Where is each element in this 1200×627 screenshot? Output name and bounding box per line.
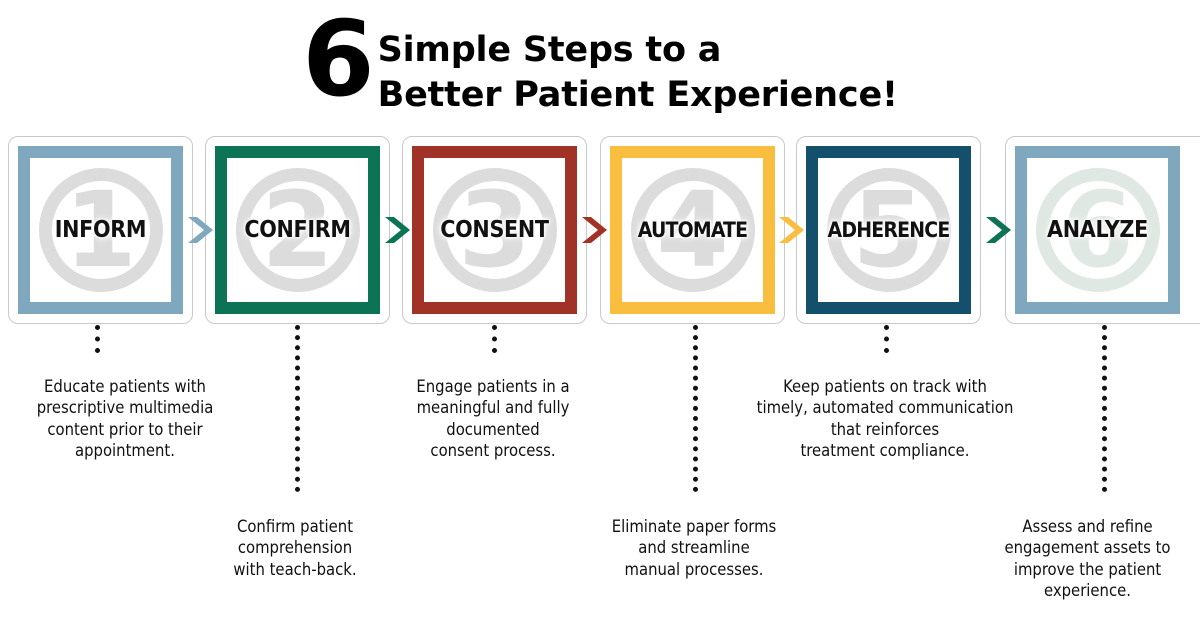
caption-step-2: Confirm patient comprehension with teach… xyxy=(185,516,405,580)
title-line-1: Simple Steps to a xyxy=(377,30,722,70)
leader-step-6 xyxy=(1102,325,1107,492)
caption-step-4-line-2: and streamline xyxy=(638,538,750,558)
page-title: 6 Simple Steps to a Better Patient Exper… xyxy=(0,0,1200,120)
caption-step-3-line-1: Engage patients in a xyxy=(416,377,570,396)
arrow-step-1-to-2 xyxy=(184,213,218,247)
arrow-step-4-to-5 xyxy=(775,213,809,247)
step-6-label: ANALYZE xyxy=(1047,217,1148,243)
caption-step-6-line-4: experience. xyxy=(1044,581,1131,601)
title-text: Simple Steps to a Better Patient Experie… xyxy=(372,8,898,118)
caption-step-1-line-1: Educate patients with xyxy=(44,377,206,396)
step-3-box[interactable]: 3 CONSENT xyxy=(412,146,577,314)
step-6[interactable]: 6 ANALYZE xyxy=(1005,136,1200,324)
title-line-2: Better Patient Experience! xyxy=(377,74,898,115)
caption-step-5-line-4: treatment compliance. xyxy=(800,441,970,461)
caption-step-3: Engage patients in a meaningful and full… xyxy=(382,376,604,462)
step-6-box[interactable]: 6 ANALYZE xyxy=(1015,146,1180,314)
caption-step-4-line-3: manual processes. xyxy=(624,559,764,579)
arrow-step-2-to-3 xyxy=(381,213,415,247)
caption-step-3-line-3: documented xyxy=(446,419,540,439)
caption-step-6-line-1: Assess and refine xyxy=(1022,517,1153,536)
caption-step-6: Assess and refine engagement assets to i… xyxy=(975,516,1200,602)
caption-step-6-line-3: improve the patient xyxy=(1013,559,1162,579)
step-4[interactable]: 4 AUTOMATE xyxy=(600,136,785,324)
step-1-card-outline xyxy=(8,136,193,324)
step-1[interactable]: 1 INFORM xyxy=(8,136,193,324)
caption-step-5-line-1: Keep patients on track with xyxy=(783,377,987,396)
caption-step-5-line-2: timely, automated communication xyxy=(756,398,1014,418)
step-4-box[interactable]: 4 AUTOMATE xyxy=(610,146,775,314)
caption-step-4-line-1: Eliminate paper forms xyxy=(611,517,777,536)
title-numeral: 6 xyxy=(302,0,374,120)
caption-step-2-line-1: Confirm patient xyxy=(236,517,354,536)
caption-step-1-line-4: appointment. xyxy=(75,441,175,461)
leader-step-4 xyxy=(693,325,698,492)
step-2-box[interactable]: 2 CONFIRM xyxy=(215,146,380,314)
step-5-label: ADHERENCE xyxy=(827,218,951,242)
caption-step-5: Keep patients on track with timely, auto… xyxy=(735,376,1035,462)
step-2[interactable]: 2 CONFIRM xyxy=(205,136,390,324)
step-2-label: CONFIRM xyxy=(244,217,351,243)
step-3-label: CONSENT xyxy=(440,217,549,243)
caption-step-1-line-2: prescriptive multimedia xyxy=(36,398,214,418)
step-4-label: AUTOMATE xyxy=(637,218,748,242)
leader-step-3 xyxy=(492,325,497,353)
leader-step-2 xyxy=(295,325,300,492)
caption-step-1-line-3: content prior to their xyxy=(47,419,203,439)
arrow-step-5-to-6 xyxy=(982,213,1016,247)
leader-step-5 xyxy=(884,325,889,353)
caption-step-4: Eliminate paper forms and streamline man… xyxy=(578,516,810,580)
caption-step-2-line-2: comprehension xyxy=(237,538,353,558)
caption-step-3-line-4: consent process. xyxy=(430,441,556,461)
caption-step-5-line-3: that reinforces xyxy=(830,419,940,439)
caption-step-6-line-2: engagement assets to xyxy=(1004,538,1171,558)
caption-step-2-line-3: with teach-back. xyxy=(233,559,357,579)
leader-step-1 xyxy=(95,325,100,353)
step-1-box[interactable]: 1 INFORM xyxy=(18,146,183,314)
caption-step-1: Educate patients with prescriptive multi… xyxy=(0,376,250,462)
caption-step-3-line-2: meaningful and fully xyxy=(416,398,570,418)
step-5-box[interactable]: 5 ADHERENCE xyxy=(806,146,971,314)
step-3[interactable]: 3 CONSENT xyxy=(402,136,587,324)
arrow-step-3-to-4 xyxy=(578,213,612,247)
step-1-label: INFORM xyxy=(54,217,147,243)
step-5[interactable]: 5 ADHERENCE xyxy=(796,136,981,324)
